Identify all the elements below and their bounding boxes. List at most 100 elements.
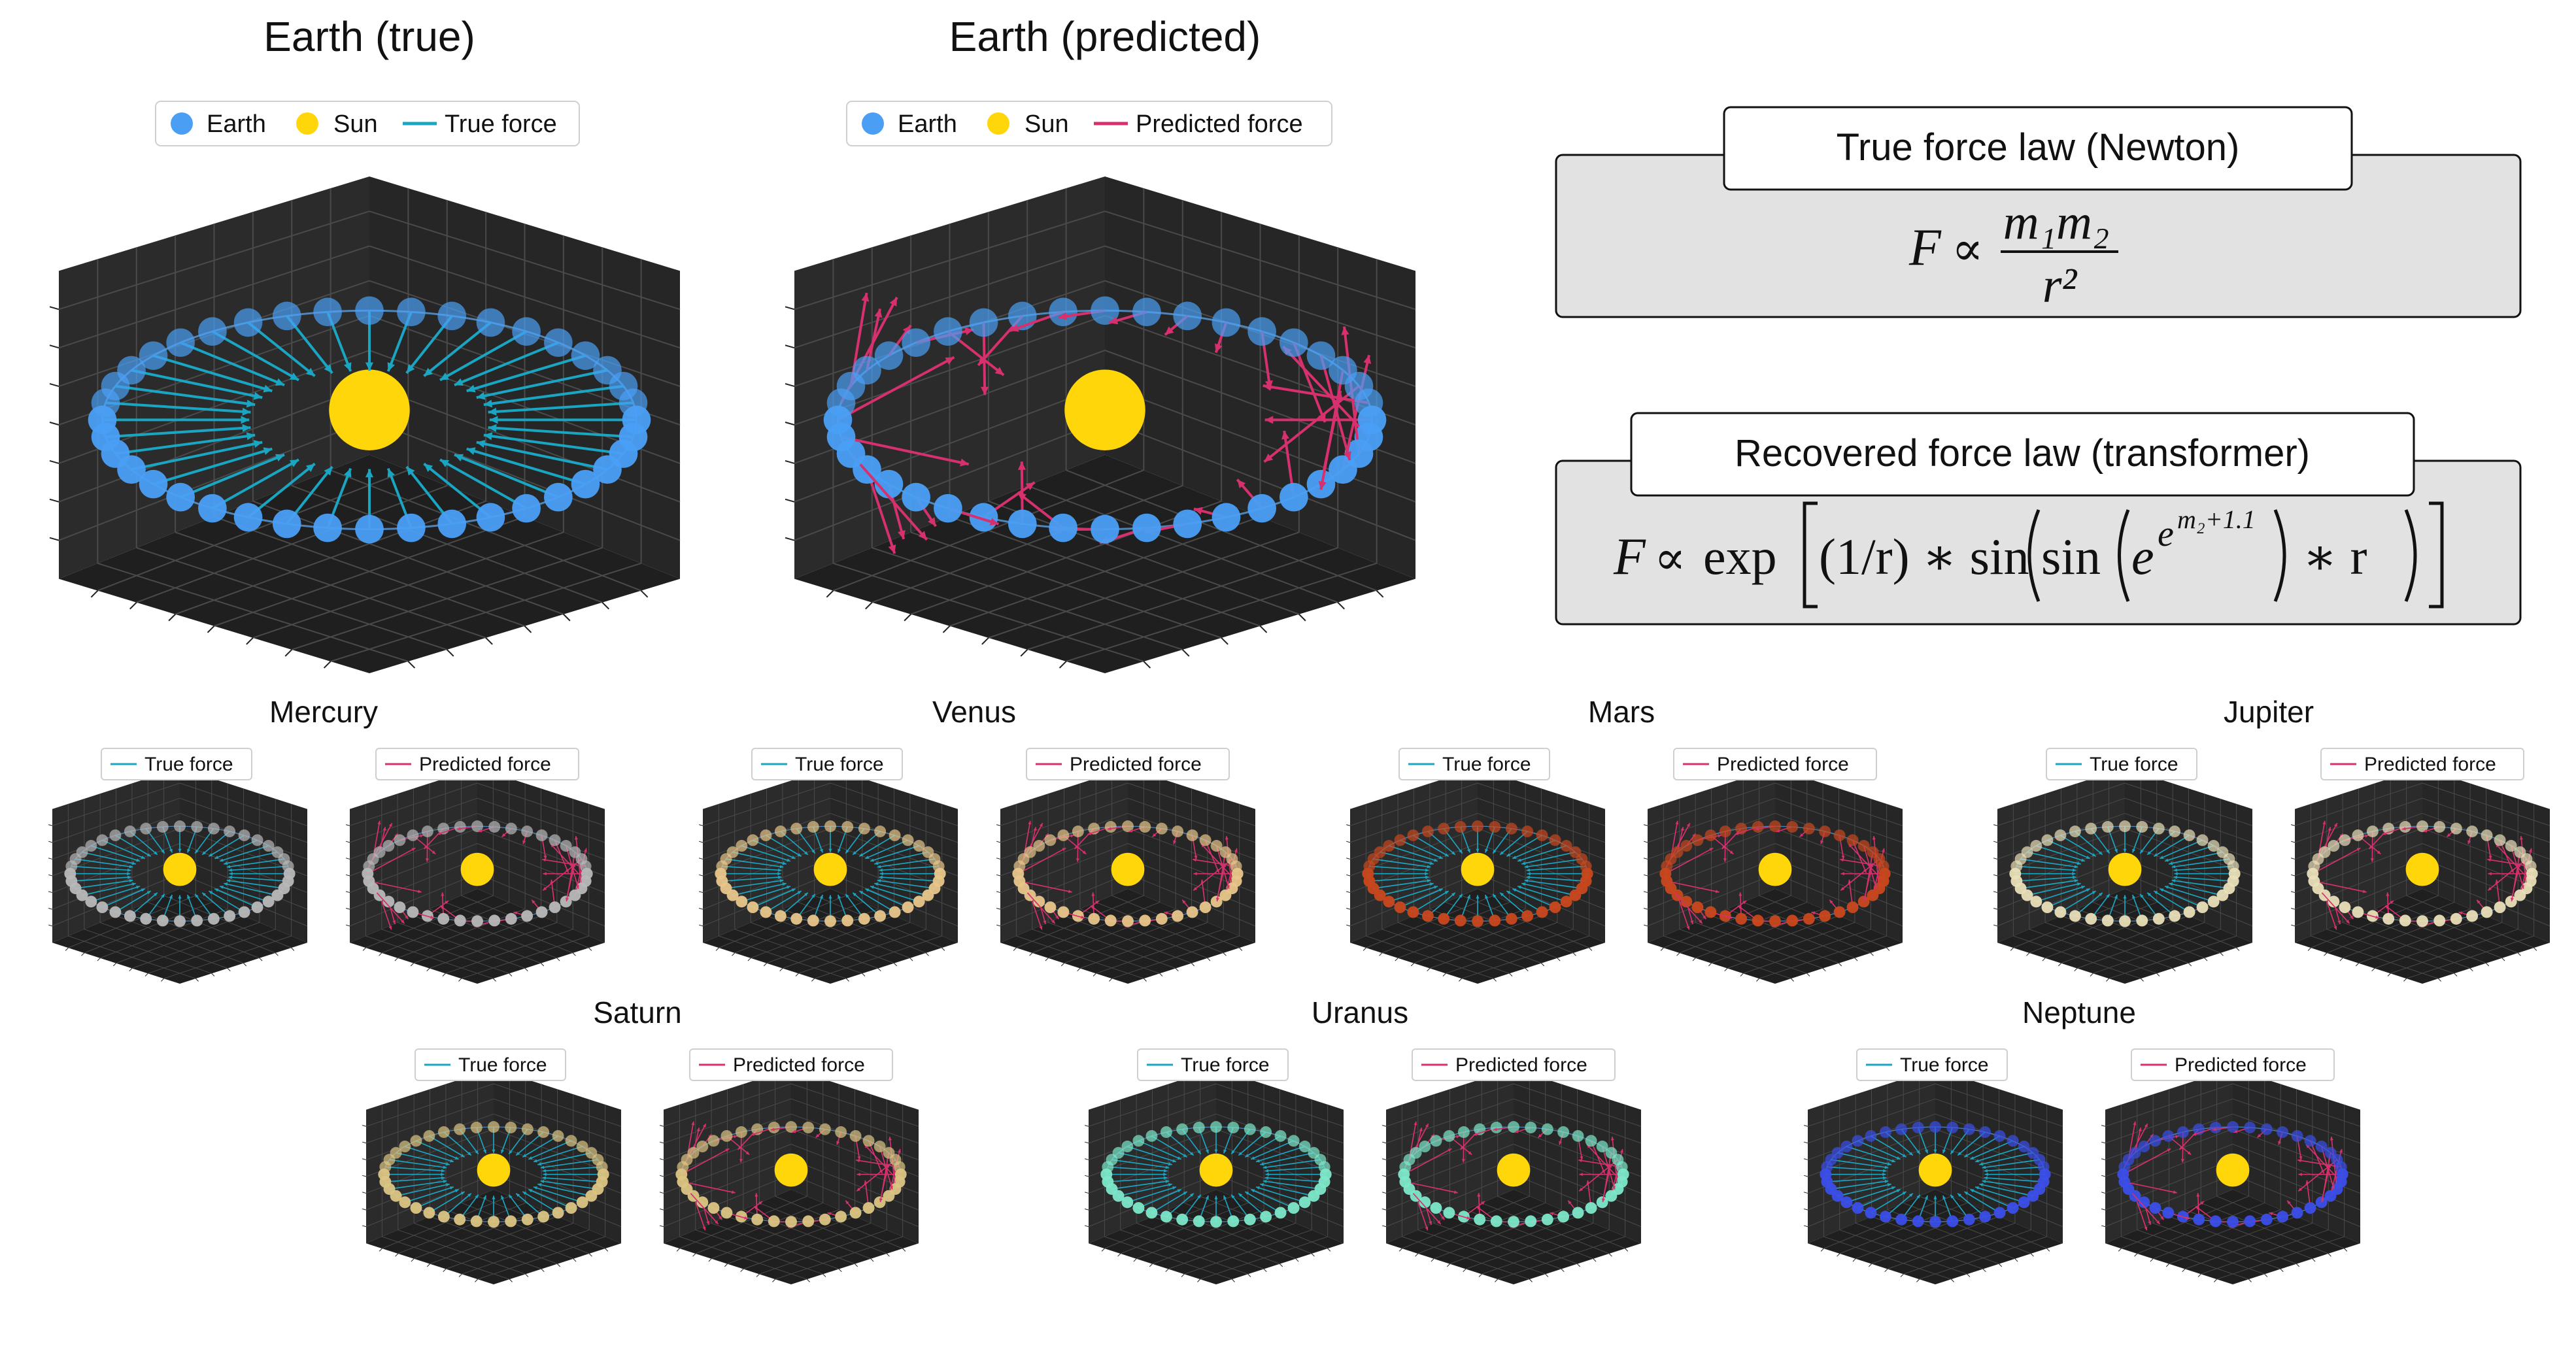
planet-marker xyxy=(1895,1123,1908,1135)
planet-marker xyxy=(2466,910,2479,922)
formula-prop: ∝ xyxy=(1952,223,1984,275)
force-arrow xyxy=(1260,1152,1314,1166)
force-arrow xyxy=(2153,835,2190,857)
force-arrow xyxy=(2122,1148,2171,1175)
planet-marker xyxy=(1122,915,1134,927)
planet-marker xyxy=(1536,906,1548,918)
planet-marker xyxy=(470,1122,483,1133)
panel-earth-predicted: Earth (predicted) Earth Sun Predicted fo… xyxy=(785,13,1416,673)
planet-marker xyxy=(437,1211,450,1223)
force-arrow xyxy=(1138,1140,1181,1160)
force-arrow xyxy=(2173,875,2233,882)
planet-marker xyxy=(552,1129,564,1142)
force-arrow xyxy=(1264,1166,1325,1173)
planet-marker xyxy=(1521,910,1534,922)
planet-marker xyxy=(1033,840,1045,852)
force-arrow xyxy=(2134,1195,2148,1231)
planet-marker xyxy=(2433,821,2446,833)
planet-marker xyxy=(902,901,914,914)
force-arrow xyxy=(1526,875,1586,882)
planet-marker xyxy=(1132,297,1161,327)
legend-label: Predicted force xyxy=(1136,110,1303,138)
force-arrow xyxy=(1831,1180,1889,1190)
pane-floor xyxy=(59,454,680,673)
force-arrow xyxy=(70,872,131,876)
planet-marker xyxy=(835,1211,847,1223)
force-arrow xyxy=(1251,1189,1294,1209)
force-arrow xyxy=(1665,847,1714,875)
planet-marker xyxy=(1831,1146,1844,1159)
planet-marker xyxy=(2244,1215,2256,1228)
force-arrow xyxy=(1263,383,1369,405)
legend-label: True force xyxy=(1181,1054,1270,1076)
planet-marker xyxy=(1044,834,1057,846)
force-arrow xyxy=(852,892,881,917)
planet-marker xyxy=(2291,1129,2303,1142)
planet-marker xyxy=(1230,860,1242,873)
force-arrow xyxy=(1380,851,1434,865)
planet-marker xyxy=(397,297,426,327)
planet-marker xyxy=(2304,1135,2316,1147)
legend: Predicted force xyxy=(1412,1048,1616,1081)
planet-marker xyxy=(768,1215,780,1228)
sun xyxy=(1461,852,1495,886)
planet-marker xyxy=(2030,840,2042,852)
force-arrow xyxy=(726,858,784,869)
force-arrow xyxy=(1380,882,1434,896)
true-force-subplot: True force xyxy=(1346,748,1606,984)
planet-marker xyxy=(476,503,505,532)
right-bracket xyxy=(2429,501,2444,609)
force-arrow xyxy=(2324,895,2337,930)
panel-title: Earth (true) xyxy=(263,13,475,60)
planet-marker xyxy=(2481,829,2493,841)
planet-marker xyxy=(1457,1126,1470,1138)
force-arrow xyxy=(780,831,809,856)
planet-marker xyxy=(1857,895,1870,908)
planet-marker xyxy=(1557,1126,1570,1138)
sun xyxy=(774,1153,808,1187)
force-arrow xyxy=(1870,1191,1907,1214)
force-arrow xyxy=(858,835,896,857)
planet-marker xyxy=(454,1213,466,1226)
planet-marker xyxy=(373,846,386,858)
force-arrow xyxy=(2016,865,2076,872)
planet-marker xyxy=(1443,1207,1455,1219)
planet-marker xyxy=(1557,1211,1570,1223)
force-arrow xyxy=(208,835,245,857)
planet-marker xyxy=(198,493,227,523)
planet-marker xyxy=(2207,895,2220,908)
pane-floor xyxy=(1089,1189,1344,1284)
planet-marker xyxy=(1176,1213,1189,1226)
force-arrow xyxy=(542,1166,602,1173)
force-arrow xyxy=(1238,1193,1266,1218)
legend-label: Predicted force xyxy=(1070,754,1202,775)
force-arrow xyxy=(1825,1173,1886,1177)
planet-marker xyxy=(2335,1161,2347,1173)
planet-marker xyxy=(2505,840,2517,852)
planet-marker xyxy=(1963,1123,1975,1135)
planet-marker xyxy=(96,901,109,914)
planet-marker xyxy=(1210,1216,1222,1228)
planet-marker xyxy=(2041,834,2054,846)
force-arrow xyxy=(1405,1181,1458,1194)
planet-marker xyxy=(1979,1211,1991,1223)
force-arrow xyxy=(105,424,251,439)
planet-marker xyxy=(1819,826,1831,837)
planet-marker xyxy=(1122,820,1134,833)
planet-marker xyxy=(1091,514,1119,544)
force-arrow xyxy=(369,880,422,894)
planet-marker xyxy=(2494,834,2506,846)
grid-lines xyxy=(52,773,308,979)
planet-marker xyxy=(166,482,195,512)
force-arrow xyxy=(2160,839,2203,860)
force-arrow xyxy=(870,886,919,903)
planet-marker xyxy=(1298,1141,1311,1152)
planet-marker xyxy=(2119,915,2131,927)
planet-marker xyxy=(156,821,169,833)
planet-marker xyxy=(1057,829,1070,841)
planet-marker xyxy=(696,1141,709,1152)
force-arrow xyxy=(2047,839,2090,860)
force-arrow xyxy=(476,440,608,471)
grid-lines xyxy=(1088,1073,1344,1280)
